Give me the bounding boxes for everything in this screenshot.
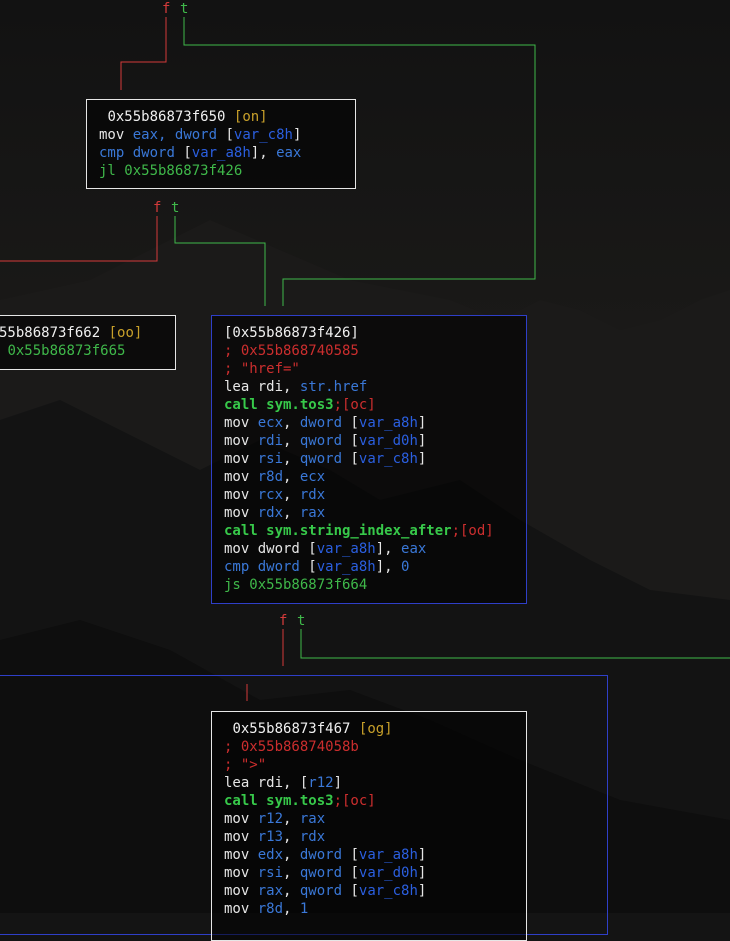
comment: ; ">" <box>224 757 267 773</box>
jump-instruction[interactable]: js 0x55b86873f664 <box>224 577 368 593</box>
comment: ; 0x55b86874058b <box>224 739 359 755</box>
variable[interactable]: var_a8h <box>316 559 376 575</box>
edge-false-into-top <box>120 17 167 90</box>
edge-false-top-to-left <box>0 216 158 262</box>
mnemonic: cmp <box>99 145 125 161</box>
edge-label-false: f <box>153 200 162 216</box>
size-keyword: dword <box>174 127 218 143</box>
variable[interactable]: var_a8h <box>316 541 376 557</box>
size-keyword: dword <box>132 145 175 161</box>
variable[interactable]: var_d0h <box>358 865 418 881</box>
node-flag: [oo] <box>108 325 143 341</box>
graph-edges <box>0 17 730 701</box>
node-address: 55b86873f662 <box>0 325 101 341</box>
symbol[interactable]: str.href <box>299 379 368 395</box>
call-instruction[interactable]: call sym.tos3 <box>224 397 334 413</box>
register: rdi, <box>257 379 292 395</box>
variable[interactable]: var_d0h <box>358 433 418 449</box>
call-flag: ;[oc] <box>333 793 376 809</box>
comment: ; 0x55b868740585 <box>224 343 359 359</box>
immediate: 1 <box>299 901 309 917</box>
graph-node-f426[interactable]: [0x55b86873f426] ; 0x55b868740585 ; "href=… <box>211 315 527 604</box>
variable[interactable]: var_c8h <box>233 127 293 143</box>
variable[interactable]: var_a8h <box>191 145 251 161</box>
node-address: 0x55b86873f650 <box>107 109 226 125</box>
node-address: [0x55b86873f426] <box>224 325 359 341</box>
mnemonic: mov <box>99 127 125 143</box>
node-flag: [on] <box>233 109 268 125</box>
edge-label-true: t <box>297 613 306 629</box>
call-flag: ;[od] <box>451 523 494 539</box>
edge-label-true: t <box>180 1 189 17</box>
edge-label-false: f <box>162 1 171 17</box>
register: eax, <box>132 127 167 143</box>
jump-target[interactable]: 0x55b86873f665 <box>7 343 126 359</box>
edge-label-true: t <box>171 200 180 216</box>
call-instruction[interactable]: call sym.string_index_after <box>224 523 452 539</box>
graph-node-f467[interactable]: 0x55b86873f467 [og] ; 0x55b86874058b ; ">"… <box>211 711 527 941</box>
variable[interactable]: var_a8h <box>358 415 418 431</box>
comment: ; "href=" <box>224 361 300 377</box>
variable[interactable]: var_c8h <box>358 451 418 467</box>
graph-node-f650[interactable]: 0x55b86873f650 [on]mov eax, dword [var_c… <box>86 99 356 189</box>
mnemonic: lea <box>224 379 250 395</box>
edge-label-false: f <box>279 613 288 629</box>
call-instruction[interactable]: call sym.tos3 <box>224 793 334 809</box>
call-flag: ;[oc] <box>333 397 376 413</box>
edge-true-top-to-mid <box>174 216 266 306</box>
edge-true-mid <box>300 629 730 659</box>
edge-true-into-top <box>183 17 536 306</box>
node-flag: [og] <box>358 721 393 737</box>
variable[interactable]: var_a8h <box>358 847 418 863</box>
node-address: 0x55b86873f467 <box>232 721 351 737</box>
jump-instruction[interactable]: jl 0x55b86873f426 <box>99 163 243 179</box>
variable[interactable]: var_c8h <box>358 883 418 899</box>
graph-node-f662[interactable]: 55b86873f662 [oo] 0x55b86873f665 <box>0 315 176 370</box>
register: eax <box>276 145 302 161</box>
immediate: 0 <box>401 559 410 575</box>
